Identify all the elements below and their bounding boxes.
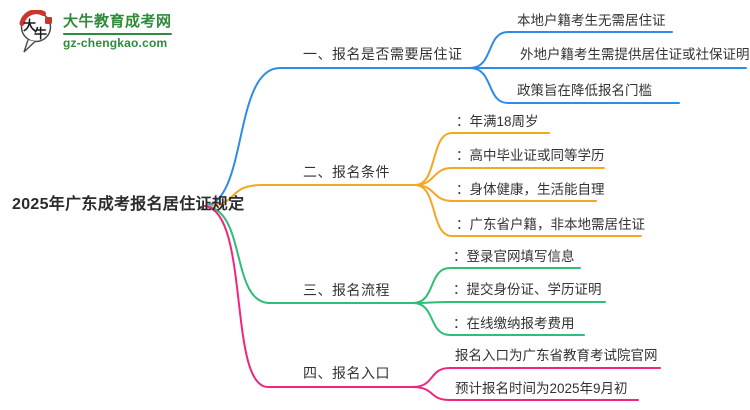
branch-3-child-2: ：提交身份证、学历证明: [453, 282, 602, 297]
branch-2-child-4: ：广东省户籍，非本地需居住证: [456, 217, 645, 232]
branch-4-trunk-line: [204, 205, 413, 388]
branch-1-child-2: 外地户籍考生需提供居住证或社保证明: [520, 47, 750, 62]
logo-site-name: 大牛教育成考网: [63, 13, 172, 30]
branch-2-child-3: ：身体健康，生活能自理: [456, 182, 605, 197]
branch-3-child-2-line: [412, 301, 606, 304]
branch-3-trunk-line: [204, 205, 414, 304]
branch-2-trunk-line: [204, 184, 416, 207]
branch-2-child-2: ：高中毕业证或同等学历: [456, 148, 605, 163]
branch-1-child-3-line: [469, 67, 680, 104]
branch-2-child-1-line: [414, 132, 550, 186]
branch-4-child-1-line: [411, 367, 661, 388]
logo-text-block: 大牛教育成考网 gz-chengkao.com: [63, 10, 172, 50]
branch-2-child-1: ：年满18周岁: [456, 114, 539, 129]
logo-char-da: 大: [23, 18, 36, 34]
branch-1-label: 一、报名是否需要居住证: [303, 46, 463, 62]
branch-4-label: 四、报名入口: [303, 365, 390, 381]
site-logo[interactable]: 大 牛 大牛教育成考网 gz-chengkao.com: [18, 10, 172, 56]
branch-1-trunk-line: [204, 67, 471, 207]
branch-4-child-2-line: [411, 386, 639, 401]
logo-divider: [63, 33, 172, 35]
logo-domain: gz-chengkao.com: [63, 36, 168, 50]
branch-3-child-1-line: [412, 267, 581, 304]
branch-4-child-1: 报名入口为广东省教育考试院官网: [455, 348, 658, 363]
logo-red-beret: [19, 10, 46, 26]
branch-3-child-3-line: [412, 302, 585, 336]
branch-4-child-2: 预计报名时间为2025年9月初: [455, 381, 628, 396]
branch-1-child-3: 政策旨在降低报名门槛: [517, 83, 652, 98]
branch-3-child-1: ：登录官网填写信息: [453, 249, 575, 264]
logo-red-seal: [45, 17, 52, 24]
logo-bubble-tail: [23, 39, 36, 53]
branch-3-child-3: ：在线缴纳报考费用: [453, 316, 575, 331]
branch-2-label: 二、报名条件: [303, 164, 390, 180]
branch-3-label: 三、报名流程: [303, 282, 390, 298]
branch-1-child-1: 本地户籍考生无需居住证: [517, 13, 666, 28]
daniu-bull-logo-icon: 大 牛: [19, 10, 52, 53]
branch-2-child-4-line: [414, 184, 642, 237]
root-node: 2025年广东成考报名居住证规定: [12, 196, 245, 213]
branch-1-child-1-line: [469, 31, 673, 69]
logo-char-niu: 牛: [34, 26, 47, 42]
branch-2-child-2-line: [414, 167, 605, 186]
